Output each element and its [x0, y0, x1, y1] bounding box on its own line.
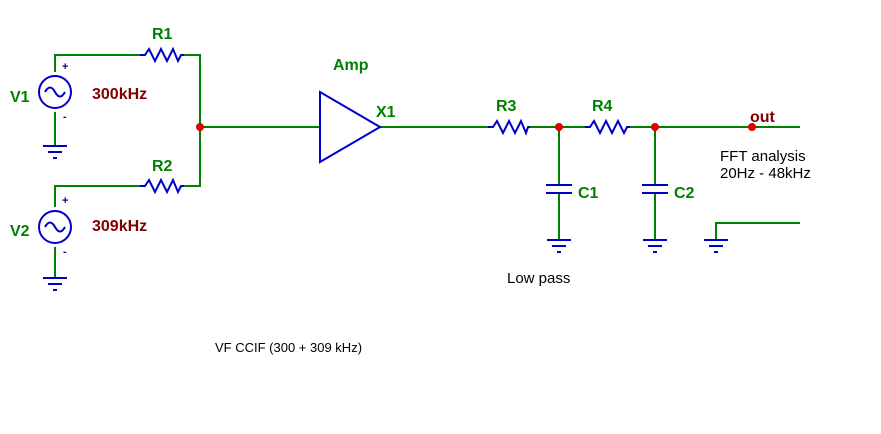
fft-range-label: 20Hz - 48kHz	[720, 165, 811, 182]
r1-label: R1	[152, 26, 173, 43]
wire-out-ground	[715, 222, 800, 240]
fft-analysis-label: FFT analysis	[720, 148, 806, 165]
output-node	[748, 123, 756, 131]
sine-wave-icon	[44, 86, 66, 98]
sine-wave-icon	[44, 221, 66, 233]
voltage-source-v2: + -	[38, 195, 72, 258]
capacitor-c1	[546, 184, 572, 194]
v1-label: V1	[10, 89, 30, 106]
ground-c1	[547, 239, 571, 253]
capacitor-c2	[642, 184, 668, 194]
r3-label: R3	[496, 98, 517, 115]
v2-frequency: 309kHz	[92, 218, 147, 235]
resistor-icon	[140, 46, 184, 64]
resistor-icon	[140, 177, 184, 195]
ground-v1	[43, 145, 67, 159]
ground-c2	[643, 239, 667, 253]
r2-label: R2	[152, 158, 173, 175]
c1-label: C1	[578, 185, 599, 202]
sine-source-icon	[38, 210, 72, 244]
resistor-r1	[140, 46, 184, 64]
ground-v2	[43, 277, 67, 291]
voltage-source-v1: + -	[38, 61, 72, 123]
resistor-r4	[585, 118, 630, 136]
v1-frequency: 300kHz	[92, 86, 147, 103]
sine-source-icon	[38, 75, 72, 109]
amp-name: X1	[376, 104, 396, 121]
resistor-r3	[488, 118, 530, 136]
amplifier-x1	[319, 90, 382, 164]
v2-minus-sign: -	[63, 246, 67, 258]
resistor-icon	[585, 118, 630, 136]
wire-v2-r2	[54, 185, 140, 207]
junction-node	[555, 123, 563, 131]
out-label: out	[750, 109, 776, 126]
wire-r1-r2-bus	[184, 54, 201, 187]
v2-label: V2	[10, 223, 30, 240]
v1-minus-sign: -	[63, 111, 67, 123]
junction-node	[651, 123, 659, 131]
resistor-icon	[488, 118, 530, 136]
amplifier-triangle-icon	[319, 90, 382, 164]
junction-node	[196, 123, 204, 131]
caption: VF CCIF (300 + 309 kHz)	[215, 340, 362, 355]
c2-label: C2	[674, 185, 695, 202]
v2-plus-sign: +	[62, 195, 68, 207]
ground-out	[704, 239, 728, 253]
resistor-r2	[140, 177, 184, 195]
v1-plus-sign: +	[62, 61, 68, 73]
r4-label: R4	[592, 98, 613, 115]
wire-v1-r1	[54, 54, 140, 72]
amp-title: Amp	[333, 57, 369, 74]
low-pass-label: Low pass	[507, 270, 570, 287]
